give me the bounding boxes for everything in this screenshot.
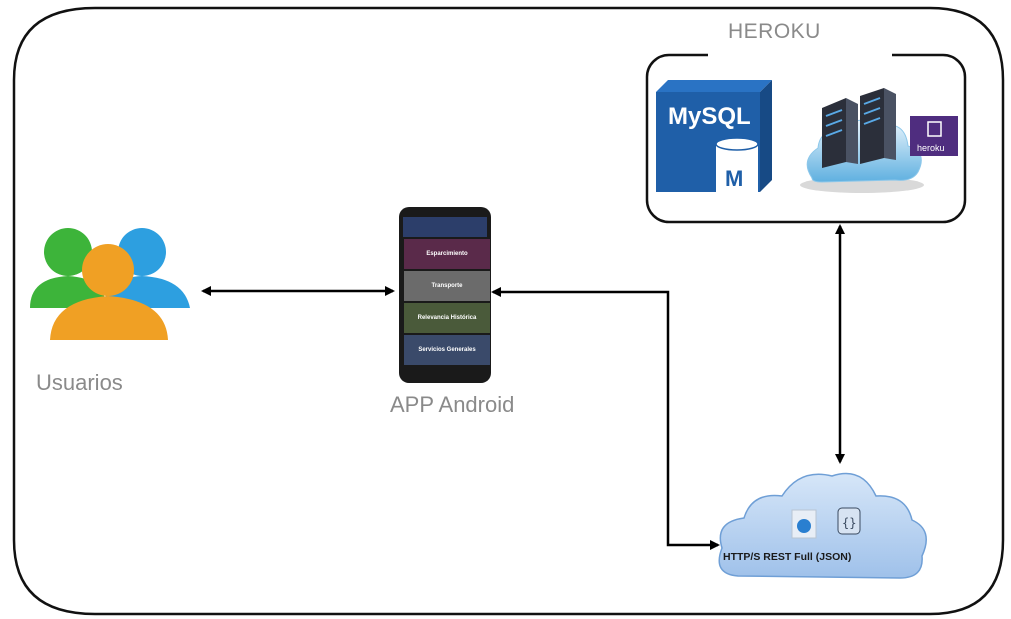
svg-text:{}: {} xyxy=(842,516,856,530)
arrow-app-api xyxy=(491,287,720,550)
api-cloud-icon: {} xyxy=(718,472,927,579)
phone-menu-item: Servicios Generales xyxy=(404,335,490,365)
server-cloud-icon xyxy=(800,88,924,193)
mysql-badge: M xyxy=(725,166,743,191)
phone-menu-item: Esparcimiento xyxy=(404,239,490,269)
api-label: HTTP/S REST Full (JSON) xyxy=(723,551,852,563)
phone-menu-item: Relevancia Histórica xyxy=(404,303,490,333)
users-icon xyxy=(30,228,190,340)
phone-menu-item: Transporte xyxy=(404,271,490,301)
heroku-badge-text: heroku xyxy=(917,143,945,153)
app-label: APP Android xyxy=(390,392,515,417)
users-label: Usuarios xyxy=(36,370,123,395)
mysql-logo-text: MySQL xyxy=(668,103,751,130)
heroku-logo-icon: heroku xyxy=(910,116,958,156)
android-phone-icon: Esparcimiento Transporte Relevancia Hist… xyxy=(399,207,491,383)
mysql-icon: MySQL M xyxy=(656,80,772,192)
outer-frame xyxy=(12,6,1005,616)
heroku-section-title: HEROKU xyxy=(728,20,821,43)
